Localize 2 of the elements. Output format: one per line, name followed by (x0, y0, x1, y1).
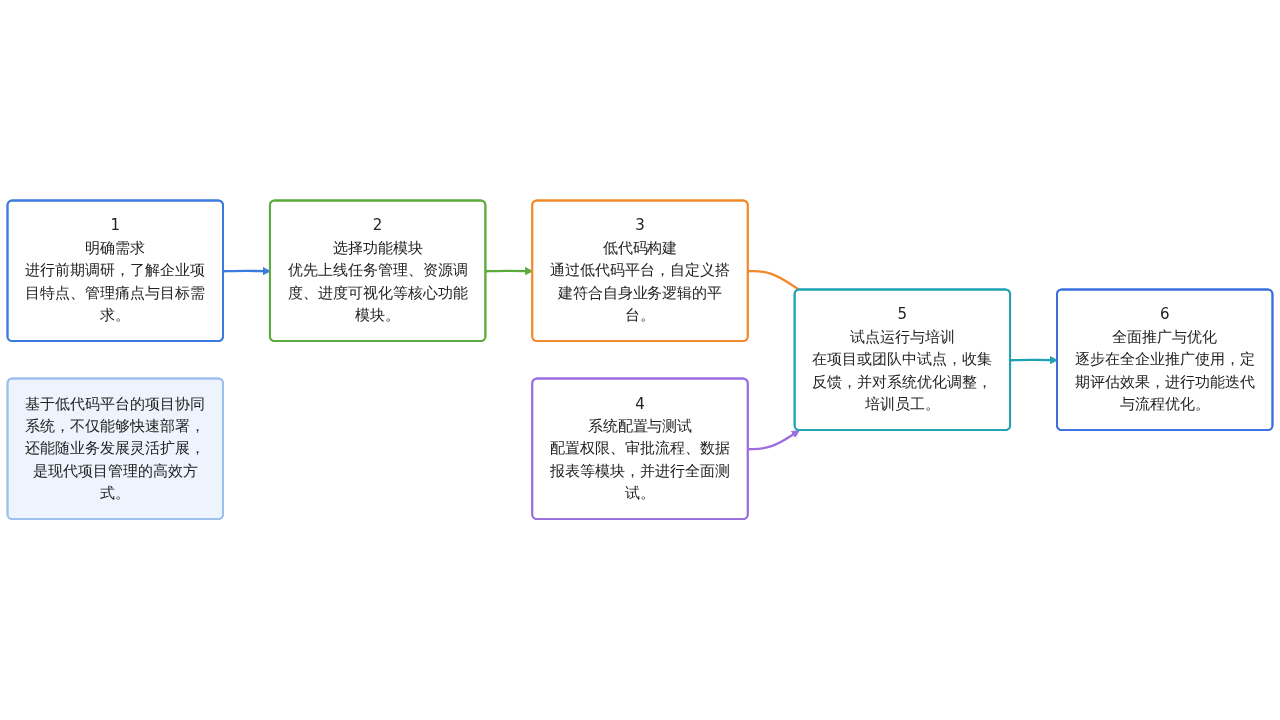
arrow (748, 430, 800, 451)
connector (748, 270, 800, 292)
